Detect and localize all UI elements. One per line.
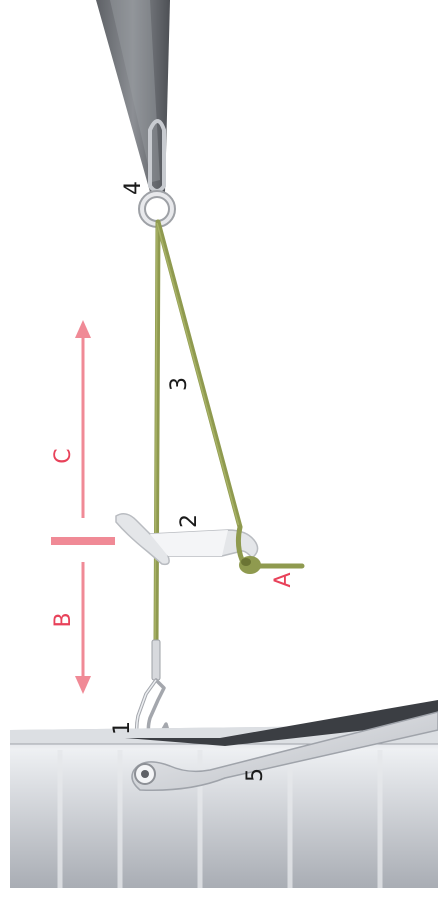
strap-loop	[148, 119, 166, 193]
hook-crimp	[151, 639, 161, 681]
knot	[235, 524, 305, 574]
measure-c	[75, 320, 91, 518]
label-knot: A	[271, 572, 296, 587]
ring	[138, 190, 176, 228]
label-length-b: B	[51, 612, 76, 627]
label-length-c: C	[51, 448, 76, 463]
loop-line-highlight	[156, 222, 240, 528]
measure-b	[75, 562, 91, 694]
main-line	[153, 219, 161, 648]
label-ring: 4	[121, 181, 146, 195]
label-slider: 2	[177, 514, 202, 528]
label-hook: 1	[110, 721, 135, 735]
main-line-highlight	[154, 221, 158, 646]
top-strap	[96, 0, 170, 192]
base-shelf	[10, 725, 438, 888]
label-clip: 5	[243, 768, 268, 782]
label-loop-line: 3	[167, 377, 192, 391]
loop-line	[155, 219, 243, 530]
clip	[125, 700, 438, 791]
